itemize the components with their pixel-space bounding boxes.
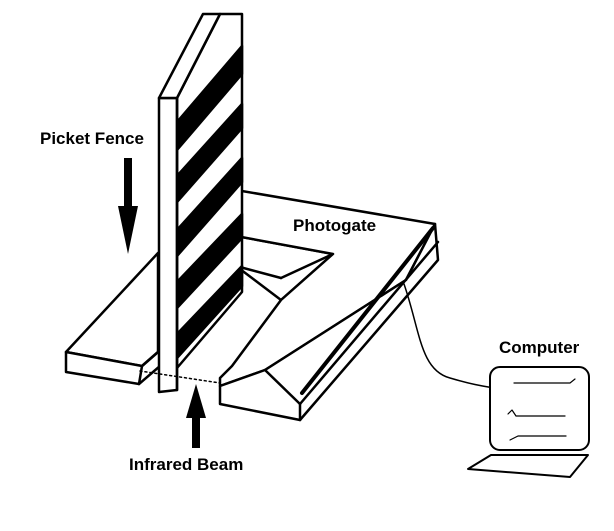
picket-fence-top [157, 12, 222, 100]
screen-trace [513, 378, 576, 384]
computer-label: Computer [499, 338, 580, 357]
picket-fence-arrow [118, 158, 138, 254]
picket-fence-label: Picket Fence [40, 129, 144, 148]
computer [467, 366, 590, 478]
photogate [64, 188, 440, 422]
infrared-beam-label: Infrared Beam [129, 455, 244, 474]
screen-trace [507, 409, 566, 417]
computer-keyboard [467, 454, 589, 478]
photogate-right-face [218, 222, 440, 422]
cable [403, 283, 495, 389]
picket-fence-front [157, 96, 179, 394]
infrared-beam-line [139, 370, 221, 384]
photogate-label: Photogate [293, 216, 377, 235]
photogate-left-arm-top [64, 251, 160, 368]
picket-fence [157, 12, 244, 394]
computer-screen [489, 366, 590, 451]
screen-trace [509, 435, 567, 441]
infrared-beam-arrow [186, 384, 206, 448]
